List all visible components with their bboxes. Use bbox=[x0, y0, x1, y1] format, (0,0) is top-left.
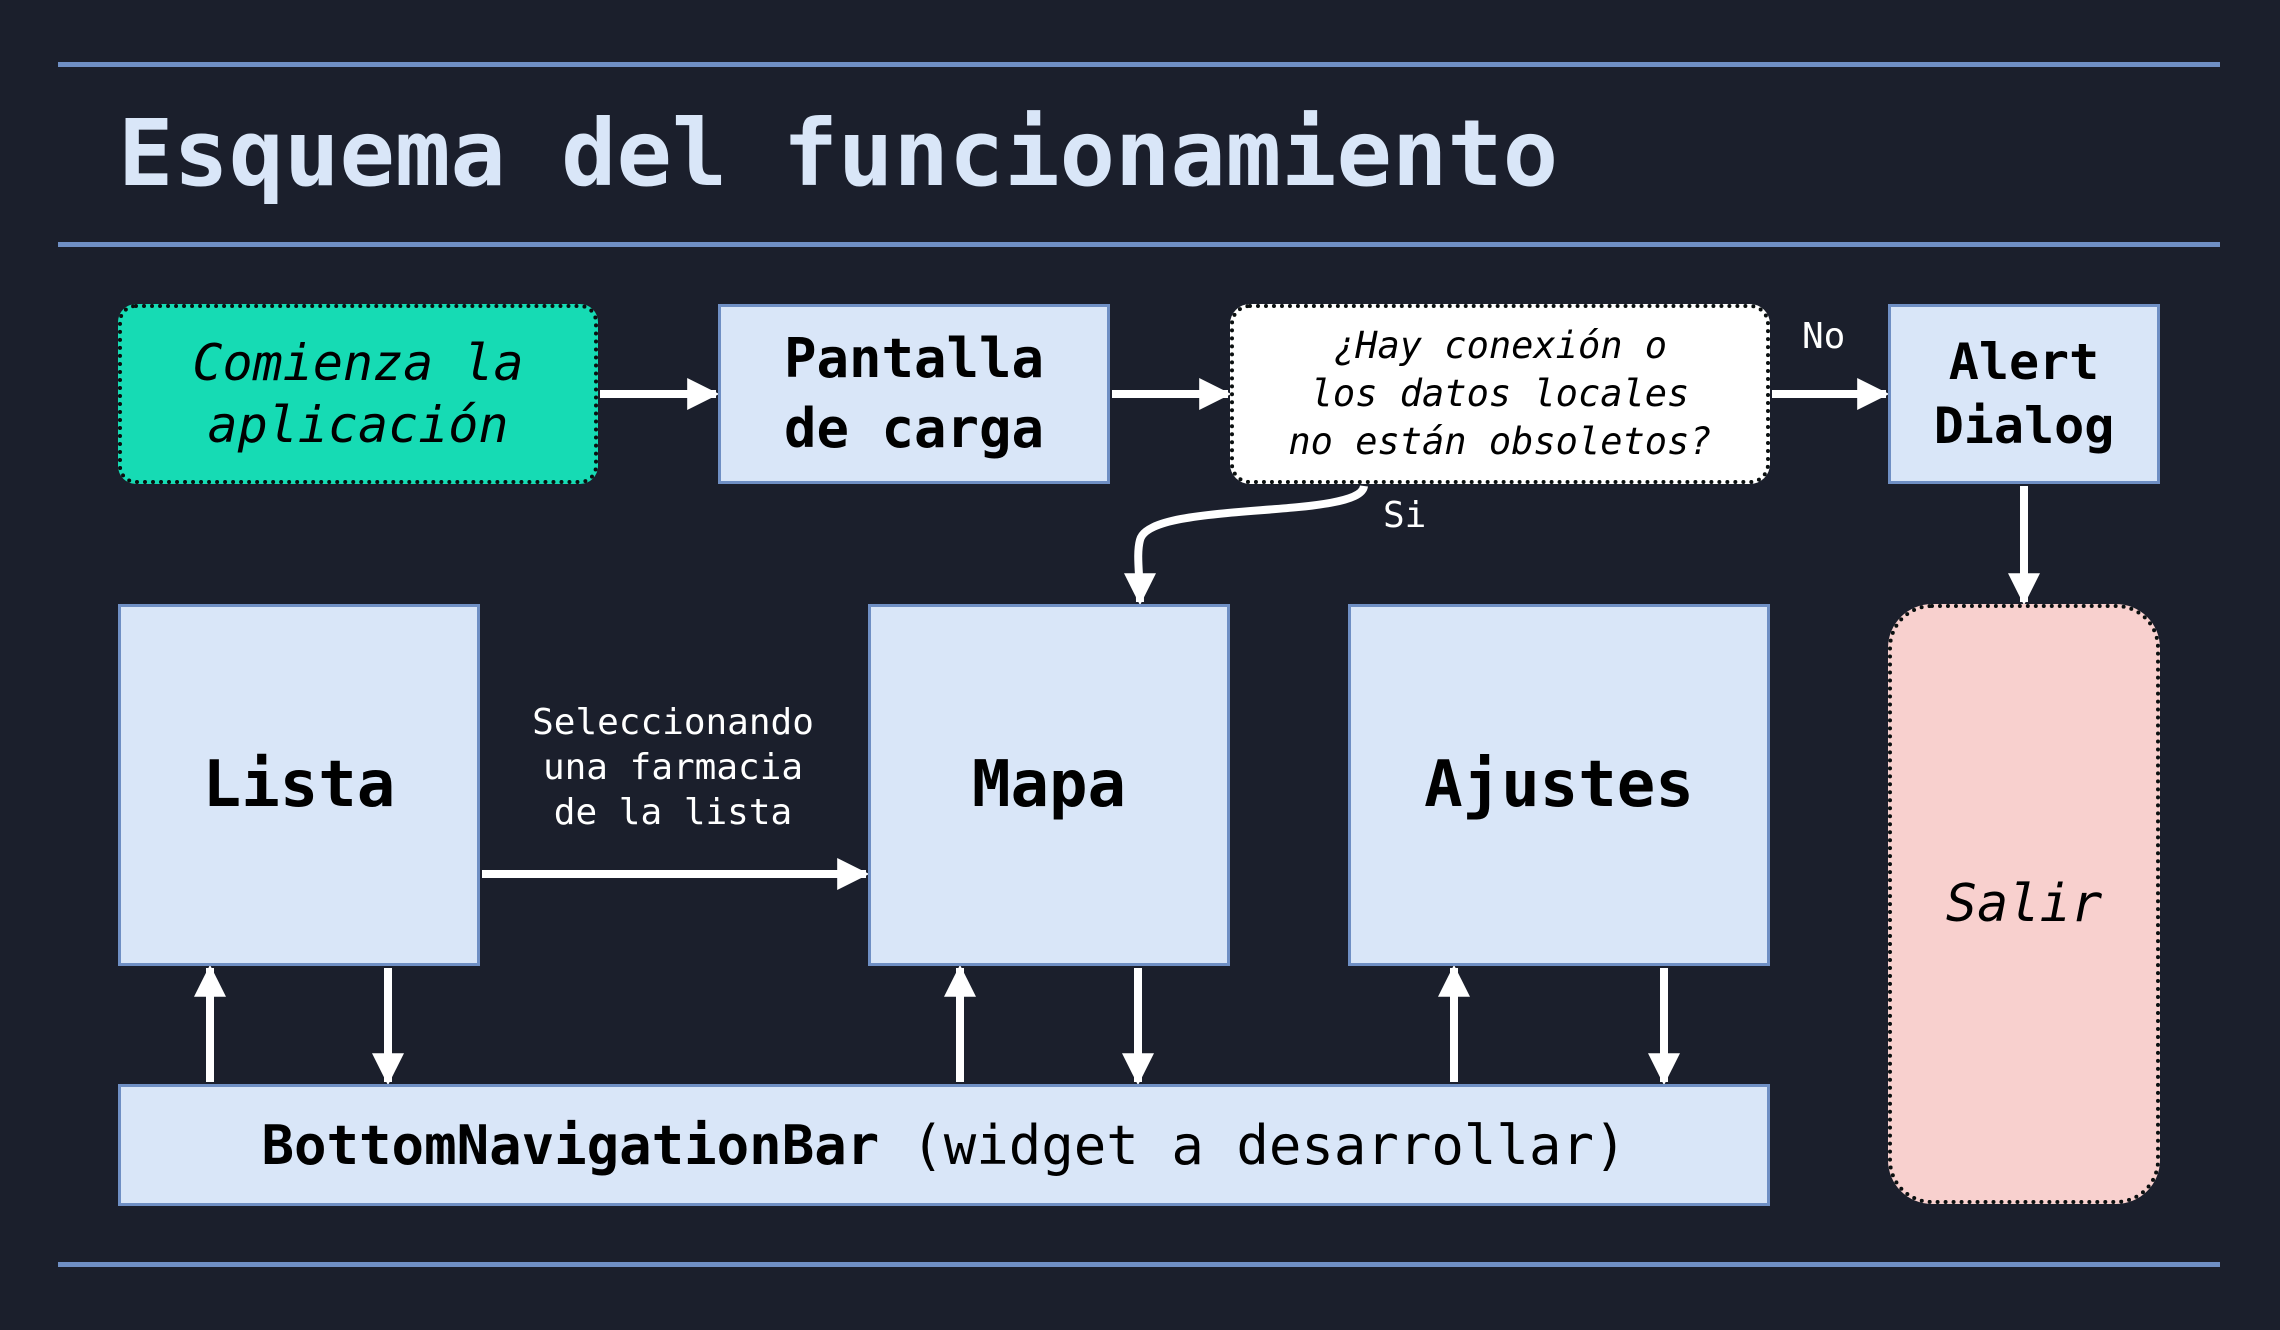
navbar-description: (widget a desarrollar) bbox=[911, 1113, 1627, 1177]
connection-decision-node: ¿Hay conexión o los datos locales no est… bbox=[1230, 304, 1770, 484]
start-line-1: Comienza la bbox=[192, 334, 524, 392]
bottom-rule bbox=[58, 1262, 2220, 1267]
edge-label-select-pharmacy: Seleccionando una farmacia de la lista bbox=[498, 700, 848, 835]
title-underline-rule bbox=[58, 242, 2220, 247]
start-line-2: aplicación bbox=[207, 396, 509, 454]
select-line-3: de la lista bbox=[553, 792, 793, 833]
mapa-node: Mapa bbox=[868, 604, 1230, 966]
exit-label: Salir bbox=[1945, 874, 2103, 934]
top-rule bbox=[58, 62, 2220, 67]
mapa-label: Mapa bbox=[971, 748, 1127, 822]
decision-line-1: ¿Hay conexión o bbox=[1332, 324, 1668, 367]
select-line-1: Seleccionando bbox=[532, 702, 814, 743]
ajustes-label: Ajustes bbox=[1424, 748, 1694, 822]
arrow-decision-to-mapa bbox=[1123, 484, 1368, 606]
start-node: Comienza la aplicación bbox=[118, 304, 598, 484]
loading-line-2: de carga bbox=[783, 397, 1045, 460]
ajustes-node: Ajustes bbox=[1348, 604, 1770, 966]
select-line-2: una farmacia bbox=[542, 747, 804, 788]
lista-label: Lista bbox=[202, 748, 396, 822]
alert-line-2: Dialog bbox=[1933, 397, 2115, 455]
bottom-navigation-bar-node: BottomNavigationBar (widget a desarrolla… bbox=[118, 1084, 1770, 1206]
navbar-name: BottomNavigationBar bbox=[261, 1113, 880, 1177]
alert-line-1: Alert bbox=[1948, 333, 2100, 391]
loading-line-1: Pantalla bbox=[783, 327, 1045, 390]
exit-node: Salir bbox=[1888, 604, 2160, 1204]
decision-line-3: no están obsoletos? bbox=[1288, 420, 1712, 463]
lista-node: Lista bbox=[118, 604, 480, 966]
edge-label-yes: Si bbox=[1383, 495, 1427, 536]
edge-label-no: No bbox=[1802, 316, 1846, 357]
decision-line-2: los datos locales bbox=[1310, 372, 1690, 415]
page-title: Esquema del funcionamiento bbox=[118, 100, 1559, 207]
loading-screen-node: Pantalla de carga bbox=[718, 304, 1110, 484]
alert-dialog-node: Alert Dialog bbox=[1888, 304, 2160, 484]
